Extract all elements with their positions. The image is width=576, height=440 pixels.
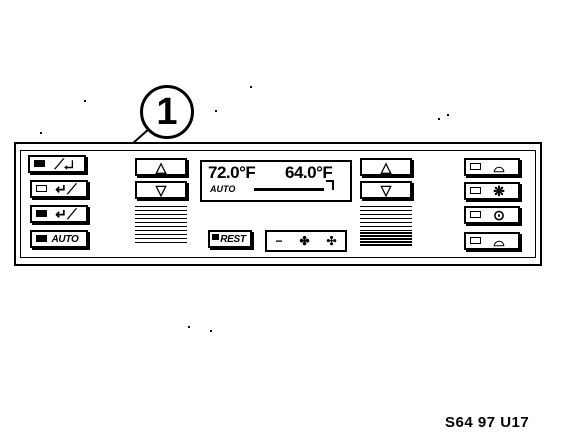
- fan-minus-icon: −: [275, 234, 283, 248]
- vent-mid-icon: ↵⟋: [55, 181, 77, 197]
- rest-button[interactable]: REST: [208, 230, 252, 248]
- fan-icon: ✤: [299, 234, 310, 248]
- rear-window-icon: ⌓: [493, 159, 505, 175]
- speck: [40, 132, 42, 134]
- display-left-temp: 72.0°F: [208, 163, 256, 182]
- snowflake-icon: ❋: [493, 183, 505, 199]
- fan-plus-icon: ✣: [326, 234, 337, 248]
- right-temp-down-button[interactable]: ▽: [360, 181, 412, 199]
- indicator-led: [36, 235, 47, 242]
- vent-button[interactable]: ↵⟋: [30, 180, 88, 198]
- speck: [84, 100, 86, 102]
- indicator-led: [470, 163, 481, 170]
- auto-button-label: AUTO: [51, 233, 79, 245]
- indicator-led: [36, 210, 47, 217]
- speck: [215, 110, 217, 112]
- left-temp-down-button[interactable]: ▽: [135, 181, 187, 199]
- figure-code: S64 97 U17: [445, 414, 530, 431]
- indicator-led: [212, 234, 219, 240]
- speck: [438, 118, 440, 120]
- display-mode: AUTO: [210, 184, 236, 194]
- windshield-icon: ⌓: [493, 233, 505, 249]
- fan-level-bar: [254, 188, 324, 191]
- triangle-down-icon: ▽: [155, 182, 167, 198]
- left-grille: [135, 206, 187, 246]
- triangle-up-icon: △: [155, 159, 167, 175]
- indicator-led: [470, 237, 481, 244]
- indicator-led: [36, 185, 47, 192]
- triangle-up-icon: △: [380, 159, 392, 175]
- auto-button[interactable]: AUTO: [30, 230, 88, 248]
- recirculation-icon: ⊙: [493, 207, 505, 223]
- triangle-down-icon: ▽: [380, 182, 392, 198]
- floor-vent-button[interactable]: ↵⟋: [30, 205, 88, 223]
- ac-button[interactable]: ❋: [464, 182, 520, 200]
- indicator-led: [34, 160, 45, 167]
- speck: [210, 330, 212, 332]
- display-right-temp: 64.0°F: [285, 163, 333, 182]
- indicator-led: [470, 187, 481, 194]
- fan-speed-control[interactable]: − ✤ ✣: [265, 230, 347, 252]
- panel-inner-frame: [20, 150, 536, 258]
- callout-number: 1: [140, 85, 194, 139]
- rest-button-label: REST: [220, 233, 246, 245]
- defrost-vent-button[interactable]: ⟋↵: [28, 155, 86, 173]
- speck: [188, 326, 190, 328]
- recirculation-button[interactable]: ⊙: [464, 206, 520, 224]
- speck: [250, 86, 252, 88]
- vent-down-icon: ↵⟋: [55, 206, 77, 222]
- left-temp-up-button[interactable]: △: [135, 158, 187, 176]
- right-temp-up-button[interactable]: △: [360, 158, 412, 176]
- rear-defrost-button[interactable]: ⌓: [464, 158, 520, 176]
- bar-end-marker: [326, 180, 334, 190]
- right-grille-dark: [360, 232, 412, 246]
- indicator-led: [470, 211, 481, 218]
- front-defrost-button[interactable]: ⌓: [464, 232, 520, 250]
- speck: [447, 114, 449, 116]
- vent-up-icon: ⟋↵: [54, 156, 74, 172]
- right-grille: [360, 206, 412, 232]
